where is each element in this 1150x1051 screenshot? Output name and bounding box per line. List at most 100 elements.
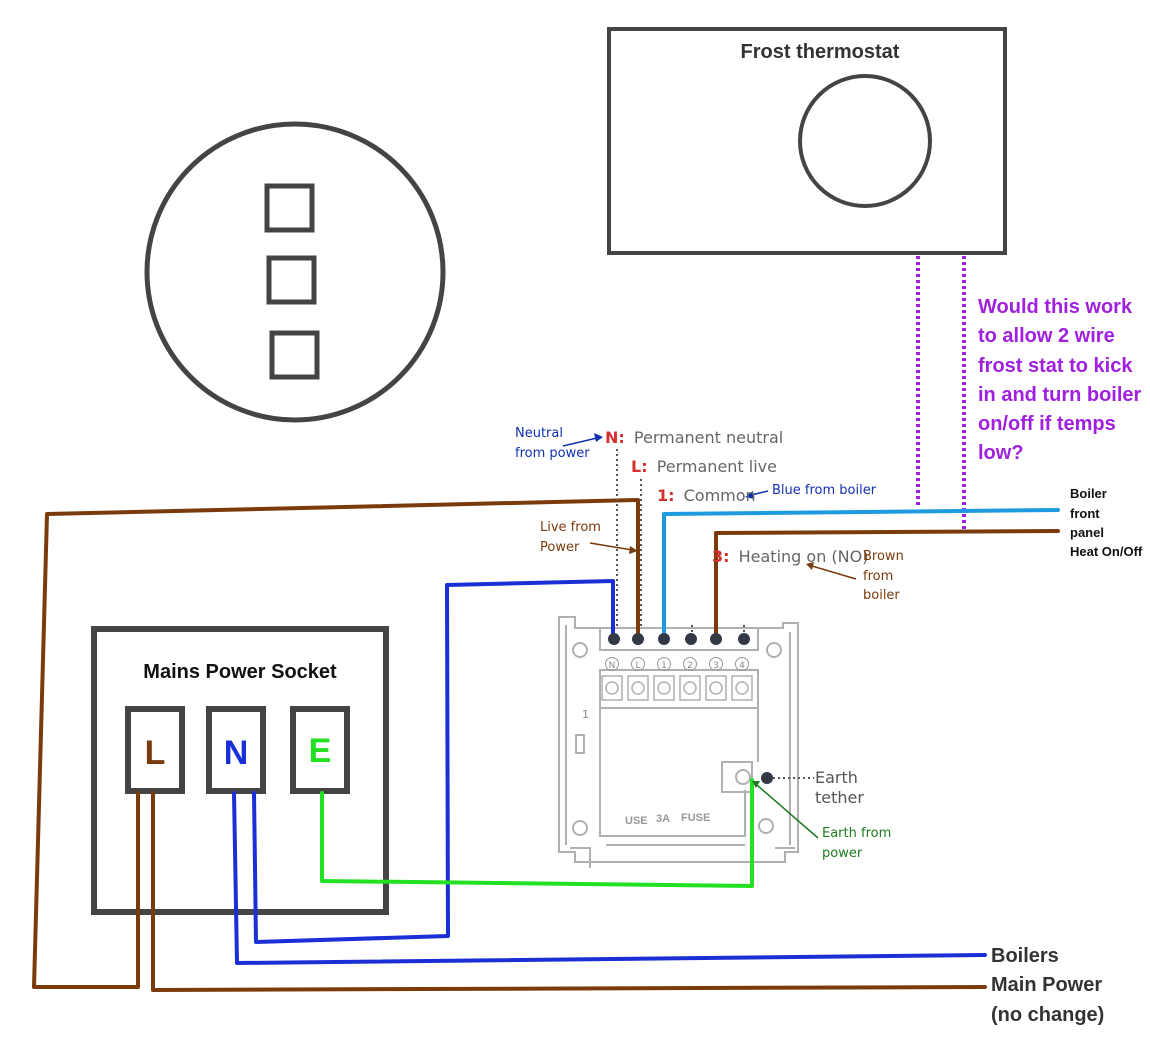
thermostat-dial [798,74,932,208]
fuse-label: 3A [656,813,670,825]
terminal-screw-head [657,681,671,695]
frost-thermostat-title: Frost thermostat [741,41,900,63]
light-blue-common-wire [662,508,1060,640]
dotted-leaders [616,449,814,779]
frost-stat-wires [916,256,966,529]
terminal-l-label: L: Permanent live [631,457,777,476]
terminal-1-code: 1: [657,486,675,505]
terminal-screw-head [683,681,697,695]
neutral-arrow [562,437,598,447]
fuse-area-outline [599,708,759,837]
socket-terminal-e [290,706,350,794]
terminal-n-desc: Permanent neutral [634,428,783,447]
mounting-screw [758,818,774,834]
question-line: Would this work [978,296,1133,318]
terminal-dot-1 [658,633,670,645]
fuse-label: FUSE [681,812,710,824]
blue-from-boiler-label: Blue from boiler [772,483,877,498]
socket-terminal-l [125,706,185,794]
earth-from-power-line: Earth from [822,826,891,841]
mains-power-socket: Mains Power Socket L N E [91,626,389,915]
socket-pin-hole [264,183,315,233]
live-from-power-line: Live from [540,520,601,535]
frost-thermostat: Frost thermostat [607,27,1007,255]
question-line: to allow 2 wire [978,325,1115,347]
terminal-screws [601,675,753,701]
earth-terminal-block [721,761,753,793]
annotations: Neutral from power Live from Power Blue … [515,426,904,861]
neutral-from-power-line: Neutral [515,426,563,441]
mounting-screw [572,820,588,836]
terminal-screw-housing [601,675,623,701]
terminal-labels: N: Permanent neutral L: Permanent live 1… [605,428,868,566]
earth-terminal-screw [735,769,751,785]
mounting-screw [572,642,588,658]
backplate-outline [558,616,799,863]
terminal-screw-block [599,669,759,709]
earth-from-power-line: power [822,846,863,861]
boilers-main-power-line: Boilers [991,945,1059,967]
terminal-symbol-ring [735,657,749,671]
neutral-arrowhead [594,433,603,442]
blue-boiler-arrowhead [745,491,754,499]
blue-boiler-arrow [750,490,769,496]
brown-from-boiler-line: boiler [863,588,900,603]
terminal-dot-3 [710,633,722,645]
brown-boiler-main-power-wire [151,791,987,992]
terminal-symbol-4: 4 [739,661,745,671]
green-earth-wire [320,778,754,888]
socket-label-l: L [145,734,166,772]
terminal-l-code: L: [631,457,648,476]
brown-boiler-arrow [811,565,857,580]
terminal-screw-housing [627,675,649,701]
terminal-dot-2 [685,633,697,645]
socket-pin-hole [269,330,320,380]
socket-label-n: N [224,734,249,772]
backplate-rail [565,625,791,845]
earth-tether-line: Earth [815,768,858,787]
terminal-symbol-ring [631,657,645,671]
terminal-screw-housing [653,675,675,701]
mains-socket-title: Mains Power Socket [143,661,337,683]
earth-arrowhead [752,781,760,788]
terminal-symbol-3: 3 [713,661,719,671]
terminal-screw-head [631,681,645,695]
wires [32,498,1060,992]
mounting-screw [766,642,782,658]
backplate-feet [570,847,795,868]
terminal-screw-housing [705,675,727,701]
terminal-symbol-ring [657,657,671,671]
live-arrowhead [629,546,638,554]
terminal-symbol-ring [605,657,619,671]
brown-from-boiler-line: from [863,569,893,584]
frost-thermostat-box [607,27,1007,255]
terminal-dot-l [632,633,644,645]
boilers-main-power-line: (no change) [991,1004,1104,1026]
live-arrow [589,542,633,551]
terminal-3-code: 3: [712,547,730,566]
earth-tether-line: tether [815,788,864,807]
socket-terminal-n [206,706,266,794]
boiler-front-panel-line: front [1070,506,1100,521]
terminal-screw-housing [679,675,701,701]
terminal-dot-4 [738,633,750,645]
terminal-symbol-2: 2 [687,661,693,671]
brown-boiler-arrowhead [806,562,814,570]
live-from-power-line: Power [540,540,580,555]
round-socket-outline [144,121,446,423]
terminal-screw-head [735,681,749,695]
terminal-symbol-l: L [635,661,640,671]
question-line: on/off if temps [978,413,1116,435]
mains-socket-box [91,626,389,915]
brown-heating-on-wire [714,529,1060,640]
annotation-arrows [562,433,857,839]
mounting-slot [575,734,585,754]
boiler-front-panel-line: Heat On/Off [1070,544,1143,559]
terminal-l-desc: Permanent live [657,457,777,476]
question-text: Would this work to allow 2 wire frost st… [978,296,1142,464]
brown-from-boiler-line: Brown [863,549,904,564]
fuse-label: USE [625,815,648,827]
terminal-symbol-1: 1 [661,661,667,671]
socket-pin-hole [266,255,317,305]
